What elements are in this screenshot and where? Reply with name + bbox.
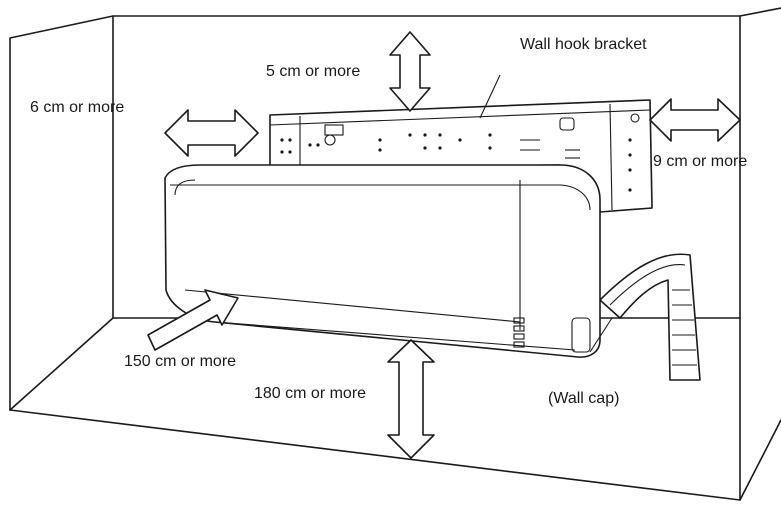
wall-cap-leader (589, 317, 613, 353)
wall-hook-bracket (269, 74, 653, 213)
clearance-top-arrow (389, 31, 431, 112)
clearance-left-arrow (164, 109, 259, 157)
drain-hose (599, 253, 701, 381)
label-wall-hook-bracket: Wall hook bracket (520, 36, 647, 53)
label-clearance-right: 9 cm or more (653, 153, 748, 170)
label-clearance-front: 150 cm or more (124, 353, 237, 370)
label-clearance-left: 6 cm or more (30, 99, 125, 116)
clearance-right-arrow (649, 98, 741, 142)
indoor-unit (164, 164, 601, 358)
clearance-front-arrow (147, 289, 239, 351)
clearance-floor-arrow (387, 339, 435, 459)
label-clearance-top: 5 cm or more (266, 63, 361, 80)
label-clearance-floor: 180 cm or more (254, 385, 367, 402)
label-wall-cap: (Wall cap) (548, 390, 620, 407)
